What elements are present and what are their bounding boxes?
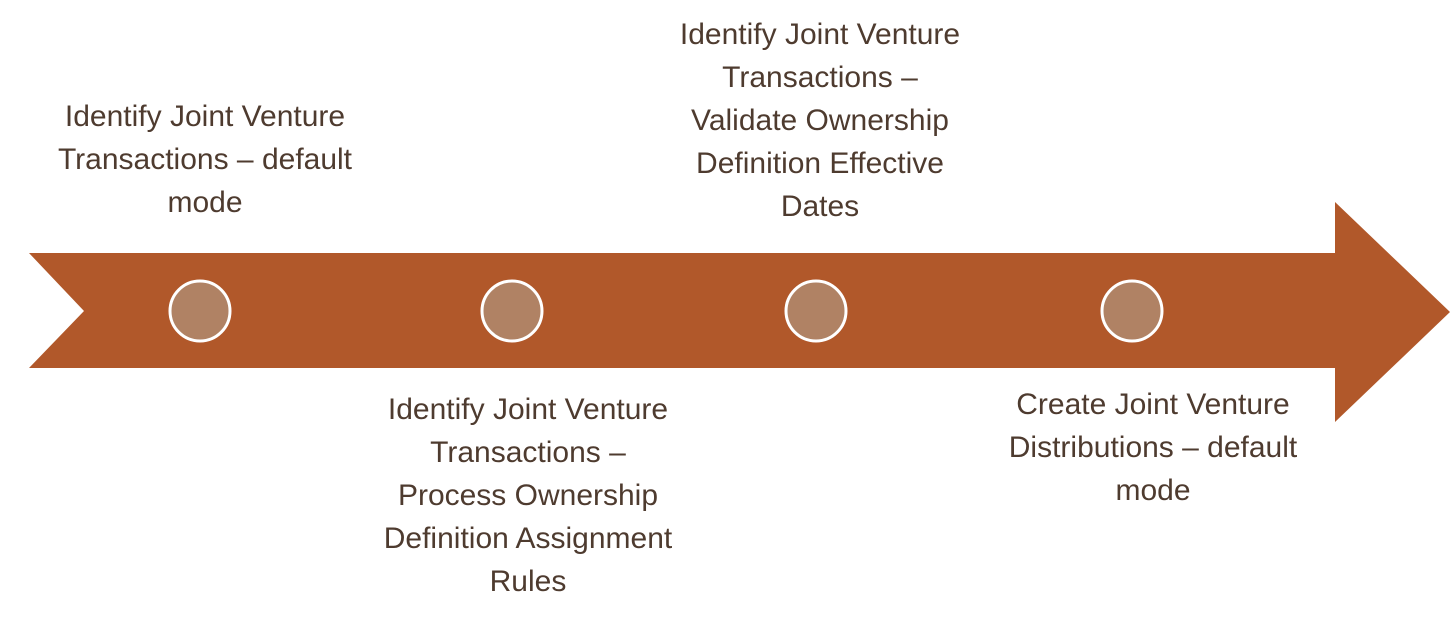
milestone-marker-2 [480, 279, 544, 343]
milestone-marker-1 [168, 279, 232, 343]
milestone-label-2: Identify Joint Venture Transactions – Pr… [383, 393, 673, 598]
milestone-marker-4 [1100, 279, 1164, 343]
milestone-label-4: Create Joint Venture Distributions – def… [1008, 388, 1298, 507]
milestone-label-1: Identify Joint Venture Transactions – de… [57, 100, 353, 219]
milestone-label-3: Identify Joint Venture Transactions – Va… [679, 18, 961, 223]
timeline-arrow [29, 202, 1450, 422]
milestone-marker-3 [784, 279, 848, 343]
